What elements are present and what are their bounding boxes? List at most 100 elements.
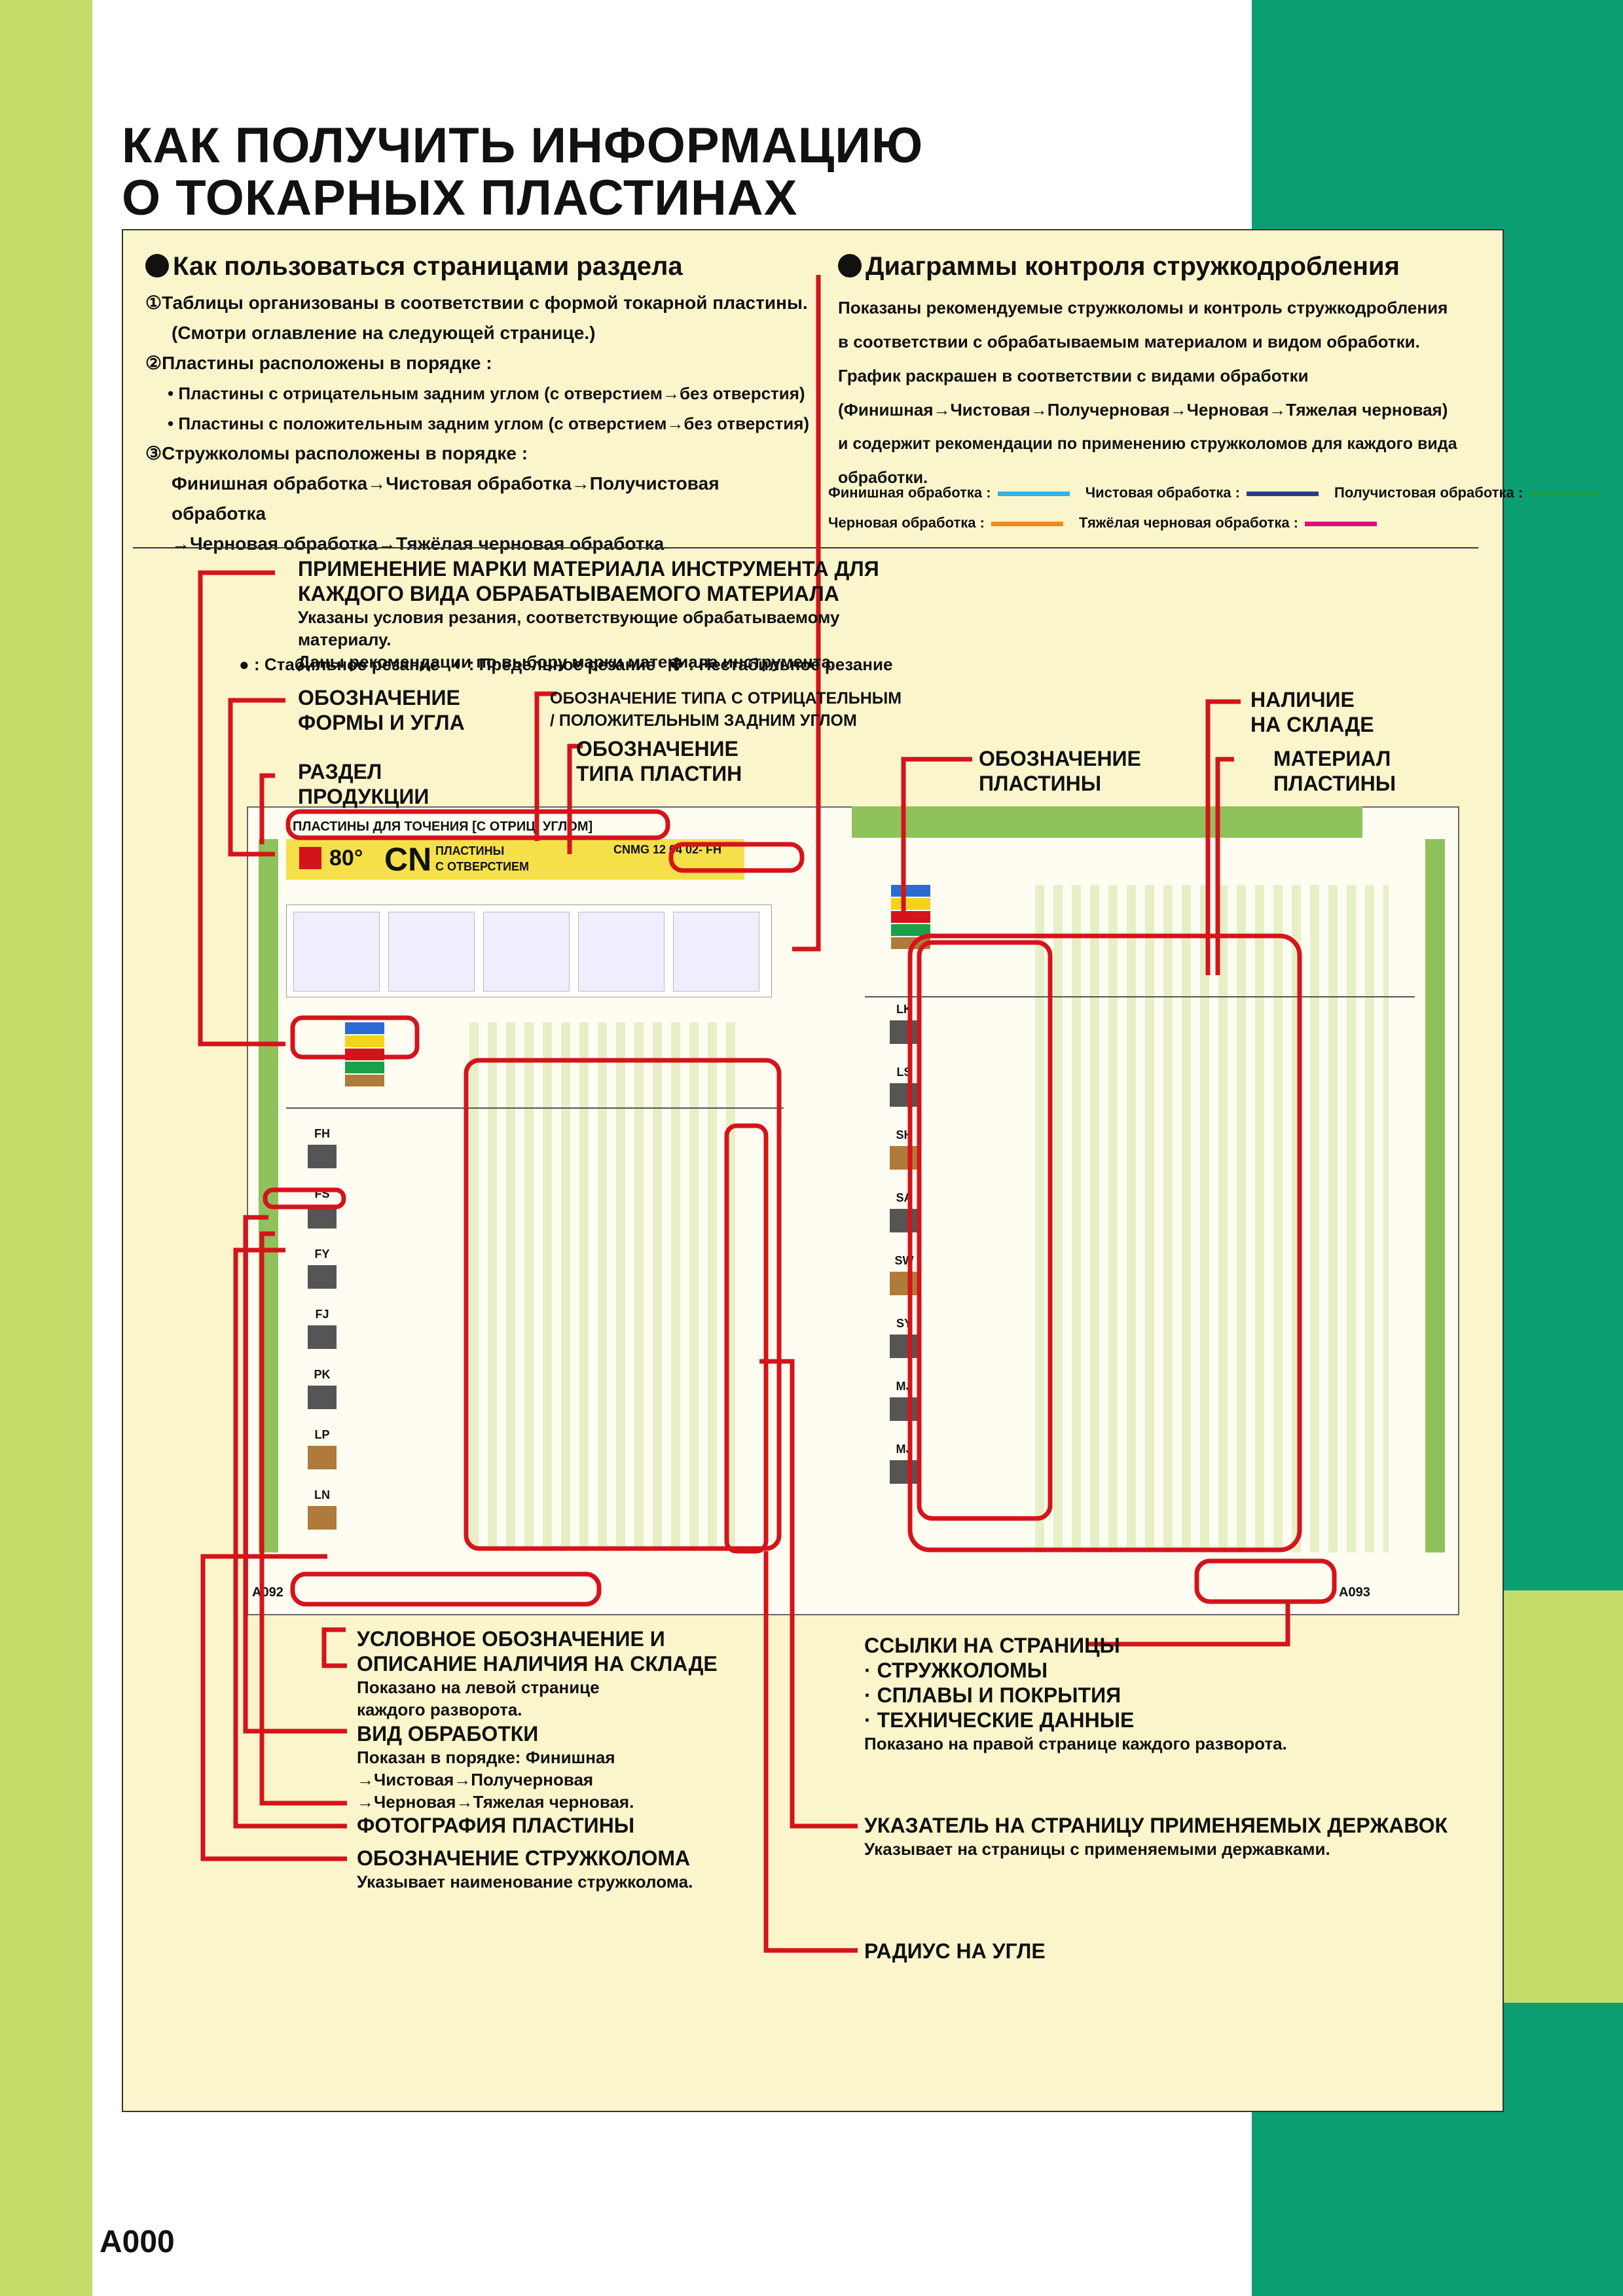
insert-photo: [308, 1265, 337, 1289]
sample-left-page: ПЛАСТИНЫ ДЛЯ ТОЧЕНИЯ [С ОТРИЦ. УГЛОМ] 80…: [247, 806, 852, 1613]
callout-chipbreaker: ОБОЗНАЧЕНИЕ СТРУЖКОЛОМА Указывает наимен…: [357, 1846, 693, 1892]
page-title-line-1: КАК ПОЛУЧИТЬ ИНФОРМАЦИЮ: [122, 118, 924, 173]
sample-row: LN: [286, 1488, 358, 1549]
chipbreak-section: Диаграммы контроля стружкодробления Пока…: [838, 252, 1486, 495]
callout-grade: ПРИМЕНЕНИЕ МАРКИ МАТЕРИАЛА ИНСТРУМЕНТА Д…: [298, 556, 887, 673]
callout-stock: НАЛИЧИЕ НА СКЛАДЕ: [1250, 688, 1374, 736]
chip-chart: [293, 912, 380, 992]
callout-section: РАЗДЕЛ ПРОДУКЦИИ: [298, 760, 429, 808]
insert-photo: [890, 1460, 919, 1484]
insert-photo: [890, 1397, 919, 1421]
how-to-title: Как пользоваться страницами раздела: [173, 252, 683, 281]
callout-stock-legend: УСЛОВНОЕ ОБОЗНАЧЕНИЕ И ОПИСАНИЕ НАЛИЧИЯ …: [357, 1627, 718, 1719]
material-m-swatch: [345, 1035, 384, 1047]
sample-row: SY: [865, 1317, 943, 1380]
legend-swatch: [1246, 491, 1319, 496]
chip-chart: [673, 912, 759, 992]
insert-photo: [890, 1146, 919, 1170]
legend-label: Тяжёлая черновая обработка :: [1079, 514, 1298, 531]
chipbreak-title: Диаграммы контроля стружкодробления: [866, 252, 1400, 281]
chipbreak-line: График раскрашен в соответствии с видами…: [838, 366, 1309, 386]
sample-right-page: LK LS SH SA SW SY MJ MJ A093: [852, 806, 1457, 1613]
grade-table: [469, 1022, 744, 1546]
left-color-strip: [0, 0, 92, 2296]
unstable-cut-icon: ✤: [669, 655, 684, 674]
divider: [133, 547, 1478, 548]
sample-row: FY: [286, 1247, 358, 1308]
sample-name-2: С ОТВЕРСТИЕМ: [435, 860, 530, 873]
legend-swatch: [1529, 491, 1602, 496]
material-p-swatch: [345, 1022, 384, 1034]
material-m-swatch: [891, 898, 930, 910]
how-to-item: ②Пластины расположены в порядке :: [145, 353, 492, 373]
sample-row: PK: [286, 1368, 358, 1428]
sample-row-list: FH FS FY FJ PK LP LN: [286, 1127, 358, 1549]
callout-box-grade-table: [907, 933, 1302, 1552]
legend-label: Чистовая обработка :: [1085, 484, 1240, 501]
callout-type: ОБОЗНАЧЕНИЕ ТИПА ПЛАСТИН: [576, 737, 742, 785]
insert-photo: [308, 1446, 337, 1469]
material-n-swatch: [345, 1062, 384, 1073]
chipbreak-legend: Финишная обработка : Чистовая обработка …: [828, 484, 1602, 531]
legend-label: Черновая обработка :: [828, 514, 985, 531]
callout-box-header: [285, 809, 670, 840]
material-s-swatch: [345, 1075, 384, 1086]
how-to-item: →Черновая обработка→Тяжёлая черновая обр…: [172, 533, 665, 554]
insert-photo: [308, 1386, 337, 1409]
callout-machining: ВИД ОБРАБОТКИ Показан в порядке: Финишна…: [357, 1722, 634, 1812]
page-number: A000: [100, 2225, 175, 2259]
legend-swatch: [991, 521, 1063, 526]
callout-box-material-bar: [290, 1015, 420, 1060]
legend-label: Получистовая обработка :: [1334, 484, 1523, 501]
insert-photo: [890, 1272, 919, 1295]
how-to-section: Как пользоваться страницами раздела ①Таб…: [145, 252, 813, 559]
chipbreak-text: Показаны рекомендуемые стружколомы и кон…: [838, 291, 1486, 495]
page-title-line-2: О ТОКАРНЫХ ПЛАСТИНАХ: [122, 170, 798, 226]
chip-chart: [578, 912, 665, 992]
callout-refs: ССЫЛКИ НА СТРАНИЦЫ · СТРУЖКОЛОМЫ · СПЛАВ…: [864, 1634, 1287, 1753]
table-rule: [286, 1107, 784, 1109]
callout-material: МАТЕРИАЛ ПЛАСТИНЫ: [1273, 747, 1396, 795]
callout-box-name: [668, 842, 805, 873]
insert-photo: [890, 1020, 919, 1044]
stable-cut-icon: ●: [239, 655, 249, 674]
callout-box-refs: [1194, 1558, 1337, 1604]
callout-radius: РАДИУС НА УГЛЕ: [864, 1939, 1046, 1963]
chipbreak-line: Показаны рекомендуемые стружколомы и кон…: [838, 298, 1448, 317]
chip-chart: [388, 912, 475, 992]
insert-photo: [308, 1325, 337, 1349]
sample-row: FJ: [286, 1308, 358, 1368]
page-title: КАК ПОЛУЧИТЬ ИНФОРМАЦИЮ О ТОКАРНЫХ ПЛАСТ…: [122, 121, 923, 223]
bullet-icon: [838, 254, 862, 278]
callout-insert-designation: ОБОЗНАЧЕНИЕ ПЛАСТИНЫ: [979, 747, 1141, 795]
sample-code: CN: [384, 841, 432, 878]
how-to-item: Финишная обработка→Чистовая обработка→По…: [172, 473, 720, 524]
callout-grade-title-2: КАЖДОГО ВИДА ОБРАБАТЫВАЕМОГО МАТЕРИАЛА: [298, 582, 839, 605]
callout-leaders: [198, 275, 1290, 1953]
chipbreak-line: (Финишная→Чистовая→Получерновая→Черновая…: [838, 400, 1448, 420]
insert-photo: [890, 1209, 919, 1232]
callout-grade-title-1: ПРИМЕНЕНИЕ МАРКИ МАТЕРИАЛА ИНСТРУМЕНТА Д…: [298, 557, 879, 581]
chip-charts: [286, 905, 772, 997]
bullet-icon: [145, 254, 169, 278]
chipbreak-line: в соответствии с обрабатываемым материал…: [838, 332, 1420, 351]
callout-shape: ОБОЗНАЧЕНИЕ ФОРМЫ И УГЛА: [298, 686, 465, 734]
callout-box-holder: [724, 1123, 769, 1554]
red-square-icon: [299, 847, 321, 869]
callout-holder: УКАЗАТЕЛЬ НА СТРАНИЦУ ПРИМЕНЯЕМЫХ ДЕРЖАВ…: [864, 1814, 1448, 1859]
legend-label: Финишная обработка :: [828, 484, 991, 501]
material-p-swatch: [891, 885, 930, 897]
sample-top-strip: [852, 806, 1362, 838]
material-k-swatch: [891, 911, 930, 923]
callout-grade-text-2: Даны рекомендации по выбору марки матери…: [298, 652, 836, 672]
chip-chart: [483, 912, 570, 992]
material-n-swatch: [891, 924, 930, 936]
sample-name-1: ПЛАСТИНЫ: [435, 844, 505, 857]
how-to-list: ①Таблицы организованы в соответствии с ф…: [145, 288, 813, 559]
cutting-legend: ● : Стабильное резание ◐ : Предельное ре…: [239, 655, 893, 674]
table-rule: [865, 996, 1415, 997]
how-to-item: • Пластины с положительным задним углом …: [168, 414, 810, 433]
callout-box-material: [464, 1058, 782, 1551]
how-to-item: ③Стружколомы расположены в порядке :: [145, 443, 528, 463]
